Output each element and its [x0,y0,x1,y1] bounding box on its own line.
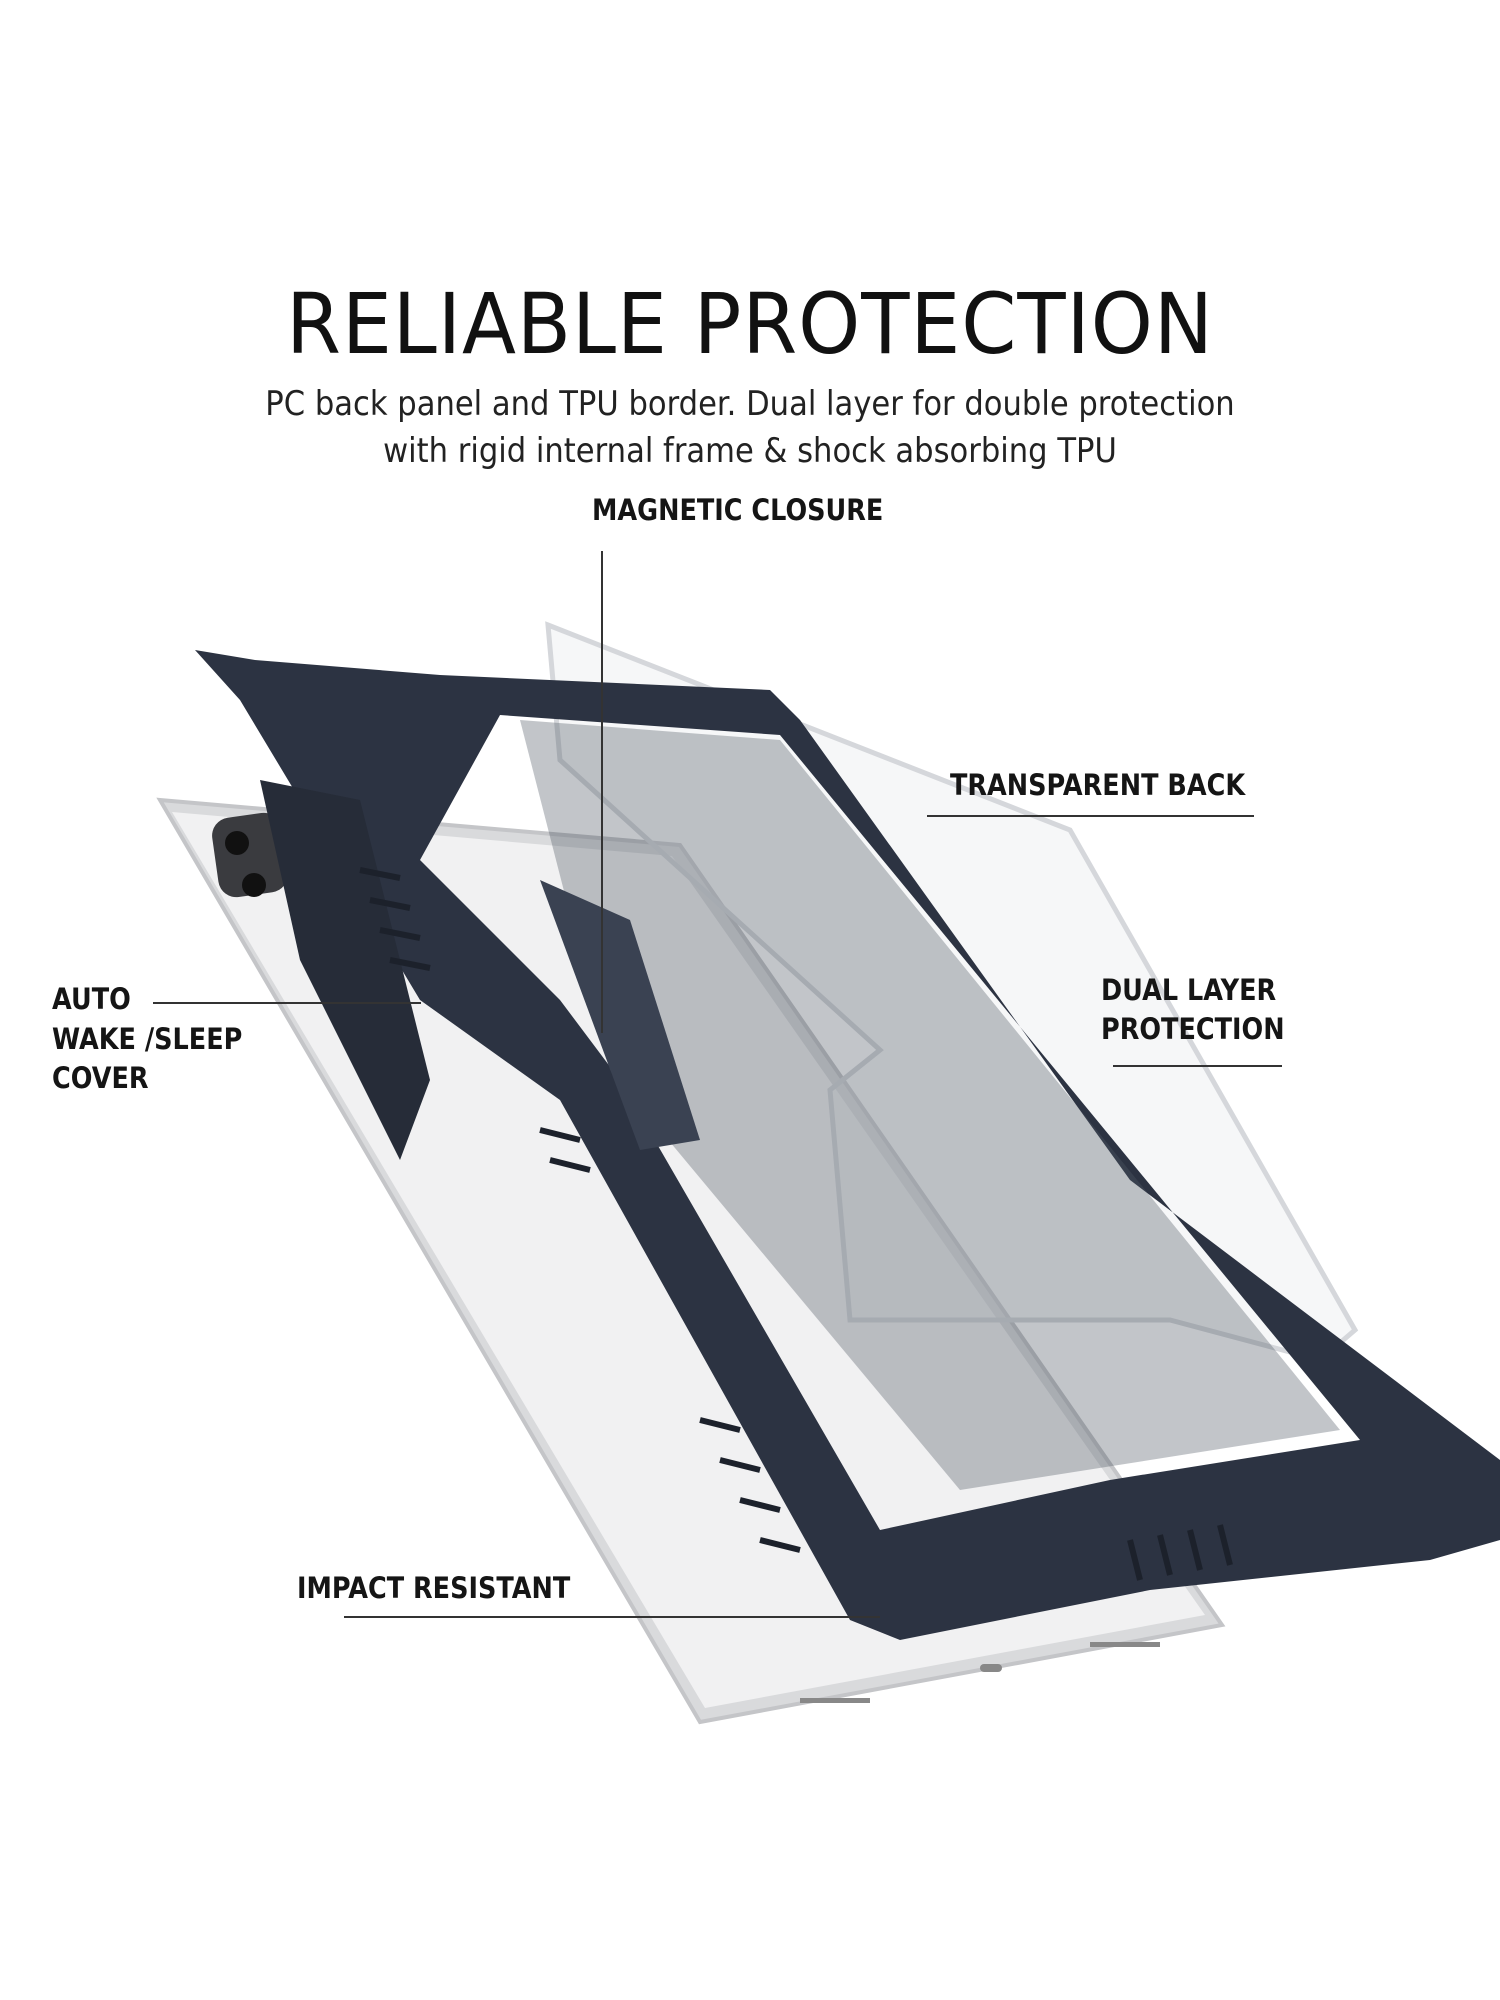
subtitle-line-1: PC back panel and TPU border. Dual layer… [265,384,1235,424]
page-title: RELIABLE PROTECTION [286,275,1214,373]
subtitle-line-2: with rigid internal frame & shock absorb… [383,431,1117,471]
transparent-back-panel [545,621,1359,1363]
label-auto-wake-2: WAKE /SLEEP [52,1022,243,1056]
label-dual-layer-1: DUAL LAYER [1101,973,1277,1007]
case-tpu-frame [195,650,1500,1640]
label-dual-layer-2: PROTECTION [1101,1012,1285,1046]
label-transparent-back: TRANSPARENT BACK [950,768,1246,802]
callout-lines [153,551,1282,1618]
label-impact-resistant: IMPACT RESISTANT [297,1571,571,1605]
label-auto-wake-1: AUTO [52,982,131,1016]
label-magnetic-closure: MAGNETIC CLOSURE [592,493,884,527]
label-auto-wake-3: COVER [52,1061,149,1095]
